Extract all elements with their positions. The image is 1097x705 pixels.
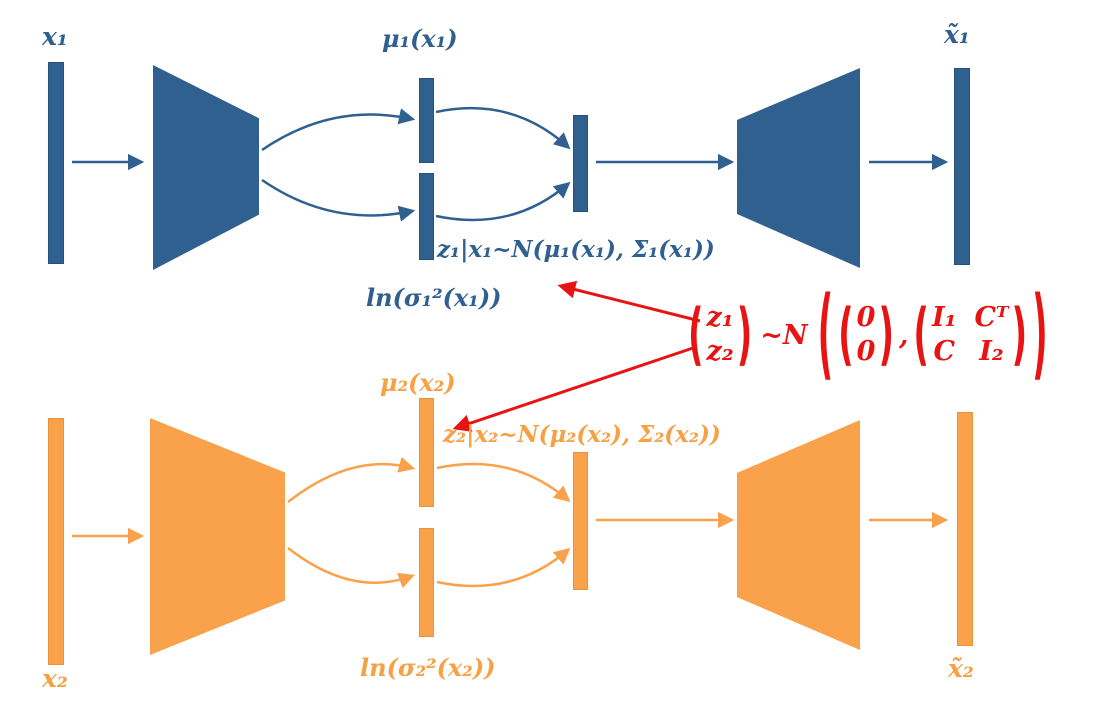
vae1-mu-bar [419,78,434,163]
vae2-logvar-bar [419,528,434,637]
vae1-input-bar [48,62,64,264]
vae2-output-label: x̃₂ [948,654,974,683]
z-vector-entry: z₂ [706,336,734,367]
vae1-mu-label: μ₁(x₁) [382,24,458,53]
paren-close: ) [736,295,753,375]
vae1-latent-bar [573,115,588,212]
joint-prior-formula: ( z₁ z₂ ) ~N ( ( 0 0 ) , ( I₁ Cᵀ C I₂ ) … [688,280,1050,390]
vae1-logvar-to-latent-arrow [435,181,571,222]
covariance-matrix: I₁ Cᵀ C I₂ [932,301,1009,369]
vae1-input-label: x₁ [42,22,68,51]
vae2-encoder-to-logvar-arrow [287,547,416,589]
vae2-encoder-to-mu-arrow [287,456,416,503]
vae1-encoder-to-mu-arrow [261,108,416,152]
vae1-logvar-bar [419,173,434,260]
mean-vector-entry: 0 [856,336,876,367]
mean-vector: 0 0 [857,301,876,369]
vae1-output-bar [954,68,970,265]
z-vector: z₁ z₂ [707,301,734,369]
joint-prior-to-z1-arrow [557,280,701,323]
vae2-ln-sigma-label: ln(σ₂²(x₂)) [360,653,496,682]
vae1-ln-sigma-label: ln(σ₁²(x₁)) [366,283,502,312]
paren-open: ( [913,295,929,375]
z-vector-entry: z₁ [706,302,734,334]
matrix-cell: I₁ [931,302,957,334]
vae1-output-label: x̃₁ [944,20,970,49]
vae2-input-bar [48,418,64,665]
vae2-mu-label: μ₂(x₂) [380,368,456,397]
vae2-latent-bar [573,452,588,590]
vae1-encoder-to-logvar-arrow [261,178,416,222]
vae2-input-label: x₂ [42,664,68,693]
vae2-mu-bar [419,398,434,507]
vae1-z-distribution-label: z₁|x₁~N(μ₁(x₁), Σ₁(x₁)) [437,236,715,263]
paren-open: ( [838,295,854,375]
vae2-z-distribution-label: z₂|x₂~N(μ₂(x₂), Σ₂(x₂)) [443,421,721,448]
vae2-mu-to-latent-arrow [436,462,571,503]
joint-prior-to-z2-arrow [452,345,697,432]
matrix-cell: I₂ [979,336,1004,367]
paren-close: ) [1032,277,1048,393]
paren-open: ( [817,277,834,393]
vae2-output-bar [957,412,973,646]
paren-close: ) [878,295,895,375]
paren-close: ) [1011,295,1028,375]
mean-vector-entry: 0 [856,302,876,334]
vae1-mu-to-latent-arrow [435,106,571,150]
matrix-cell: C [933,336,955,367]
comma: , [899,319,909,351]
matrix-cell: Cᵀ [974,302,1009,334]
vae2-logvar-to-latent-arrow [436,547,571,588]
distribution-relation: ~N [760,319,808,351]
paren-open: ( [688,295,704,375]
